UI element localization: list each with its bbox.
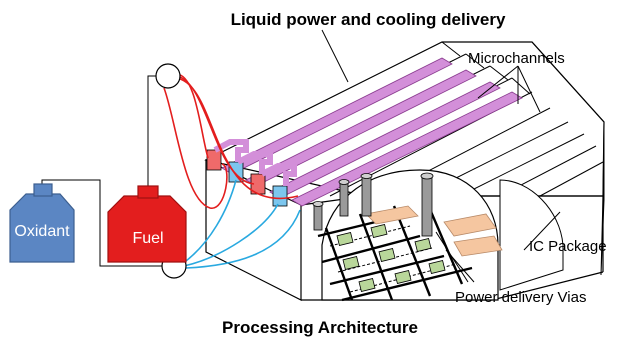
chip-pads	[336, 223, 446, 293]
leader-lines	[321, 29, 561, 283]
via-2	[338, 179, 350, 217]
chip-pad	[358, 277, 376, 293]
oxidant-line	[181, 179, 237, 265]
oxidant-tank: Oxidant	[9, 183, 75, 263]
fuel-line	[163, 87, 228, 209]
leader-vias	[445, 249, 475, 283]
fuel-tank-body	[107, 195, 187, 263]
fuel-tank-cap	[137, 185, 159, 199]
fuel-label: Fuel	[132, 230, 163, 247]
fuel-line	[175, 77, 299, 200]
power-vias-label: Power delivery Vias	[455, 289, 586, 306]
ic-package-label: IC Package	[529, 238, 607, 255]
title-bottom: Processing Architecture	[222, 318, 418, 337]
leader-microchannels	[517, 65, 541, 113]
wire-pad	[443, 213, 497, 237]
wire-pad	[453, 235, 503, 257]
via-1	[312, 201, 324, 231]
inlet-blue-2	[272, 185, 288, 207]
chip-pad	[378, 247, 396, 263]
oxidant-line	[183, 203, 279, 267]
cutout-arch-right	[499, 179, 564, 291]
channel-pink-4	[291, 91, 523, 207]
fuel-pump	[155, 63, 181, 89]
chip-pad	[342, 255, 360, 271]
manifold-2	[236, 151, 273, 174]
fuel-tank: Fuel	[107, 185, 187, 263]
leader-microchannels	[477, 65, 519, 99]
processing-cutout	[312, 169, 564, 302]
inlet-red-1	[206, 149, 222, 171]
via-4	[420, 172, 434, 237]
fuel-supply-pipe	[147, 75, 156, 196]
oxidant-tank-body	[9, 193, 75, 263]
title-top: Liquid power and cooling delivery	[231, 10, 506, 29]
fluid-lines	[163, 73, 301, 269]
microchannels-label: Microchannels	[468, 50, 565, 67]
leader-ic-package	[523, 211, 561, 251]
via-3	[360, 173, 373, 217]
package-edge	[491, 271, 604, 301]
wire-pad	[365, 205, 419, 225]
wire-pads	[365, 205, 503, 257]
oxidant-line	[185, 209, 301, 269]
chip-pad	[394, 269, 412, 285]
oxidant-label: Oxidant	[14, 223, 70, 240]
fuel-line	[175, 73, 209, 159]
chip-pad	[370, 223, 388, 239]
oxidant-tank-cap	[33, 183, 53, 197]
chip-pad	[414, 237, 432, 253]
power-vias	[312, 172, 434, 237]
chip-pad	[336, 231, 354, 247]
manifold-3	[260, 163, 297, 186]
fluid-channels	[221, 57, 523, 207]
package-block	[204, 41, 605, 302]
chip-pad	[428, 259, 446, 275]
manifold-1	[213, 139, 249, 162]
leader-title	[321, 29, 349, 83]
